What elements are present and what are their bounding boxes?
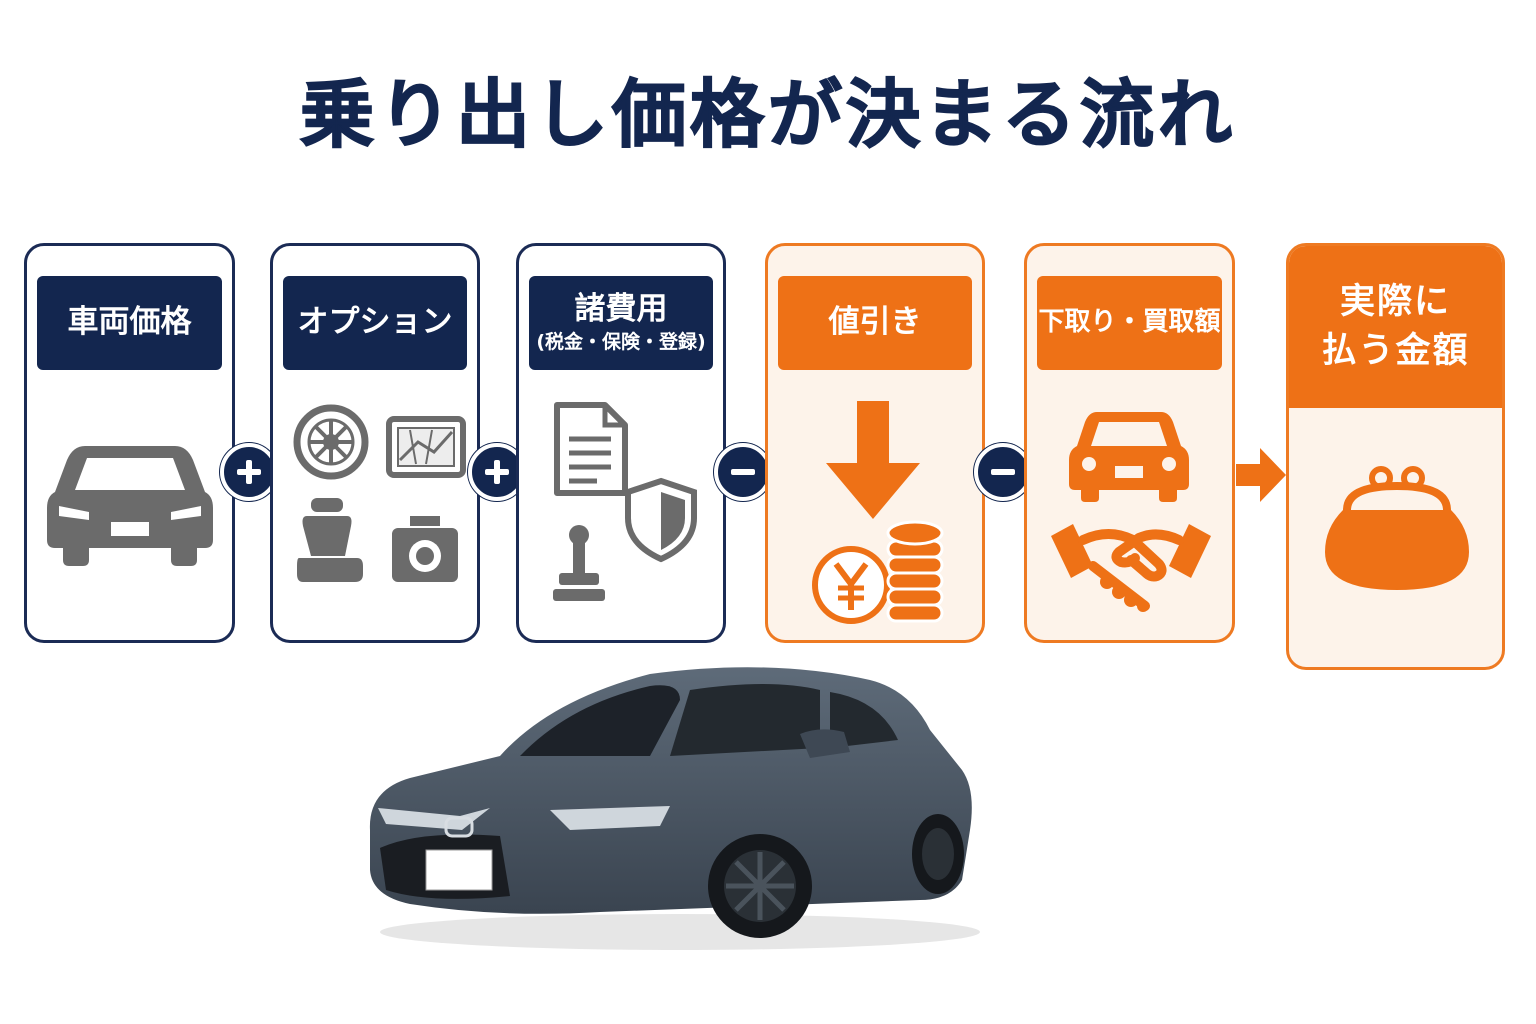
coin-stack-icon	[886, 520, 944, 623]
step-card-discount: 値引き	[765, 243, 985, 643]
down-arrow-icon	[826, 401, 920, 519]
stamp-icon	[553, 525, 605, 601]
yen-coin-icon	[812, 546, 890, 624]
sedan-car-illustration	[369, 667, 980, 950]
step-label: 値引き	[778, 276, 972, 370]
navigation-icon	[386, 416, 466, 478]
step-label-text: オプション	[297, 304, 453, 341]
step-label: 諸費用 (税金・保険・登録)	[529, 276, 713, 370]
page-title: 乗り出し価格が決まる流れ	[299, 72, 1236, 158]
step-label-text: 下取り・買取額	[1038, 307, 1221, 338]
final-label: 実際に 払う金額	[1289, 246, 1502, 408]
step-label: オプション	[283, 276, 467, 370]
minus-operator-2	[974, 443, 1032, 501]
step-label-text: 車両価格	[67, 304, 192, 341]
arrow-right-icon	[1236, 448, 1286, 502]
step-card-options: オプション	[270, 243, 480, 643]
step-label-text: 諸費用	[574, 291, 668, 328]
plus-operator-1	[220, 443, 278, 501]
final-label-line1: 実際に	[1339, 282, 1451, 322]
final-card-payment: 実際に 払う金額	[1286, 243, 1505, 670]
wheel-icon	[293, 404, 369, 480]
car-front-icon	[1069, 412, 1189, 502]
step-card-vehicle-price: 車両価格	[24, 243, 235, 643]
dashcam-icon	[392, 516, 458, 582]
final-label-line2: 払う金額	[1321, 331, 1470, 371]
handshake-icon	[1051, 524, 1211, 612]
car-seat-icon	[297, 498, 363, 582]
coin-purse-icon	[1325, 466, 1469, 590]
step-card-fees: 諸費用 (税金・保険・登録)	[516, 243, 726, 643]
shield-icon	[625, 477, 697, 563]
step-label: 下取り・買取額	[1037, 276, 1222, 370]
step-card-trade-in: 下取り・買取額	[1024, 243, 1235, 643]
car-icon	[47, 446, 213, 566]
step-label: 車両価格	[37, 276, 222, 370]
step-sublabel-text: (税金・保険・登録)	[536, 330, 706, 353]
step-label-text: 値引き	[828, 304, 922, 341]
minus-operator-1	[714, 443, 772, 501]
document-icon	[554, 402, 628, 496]
